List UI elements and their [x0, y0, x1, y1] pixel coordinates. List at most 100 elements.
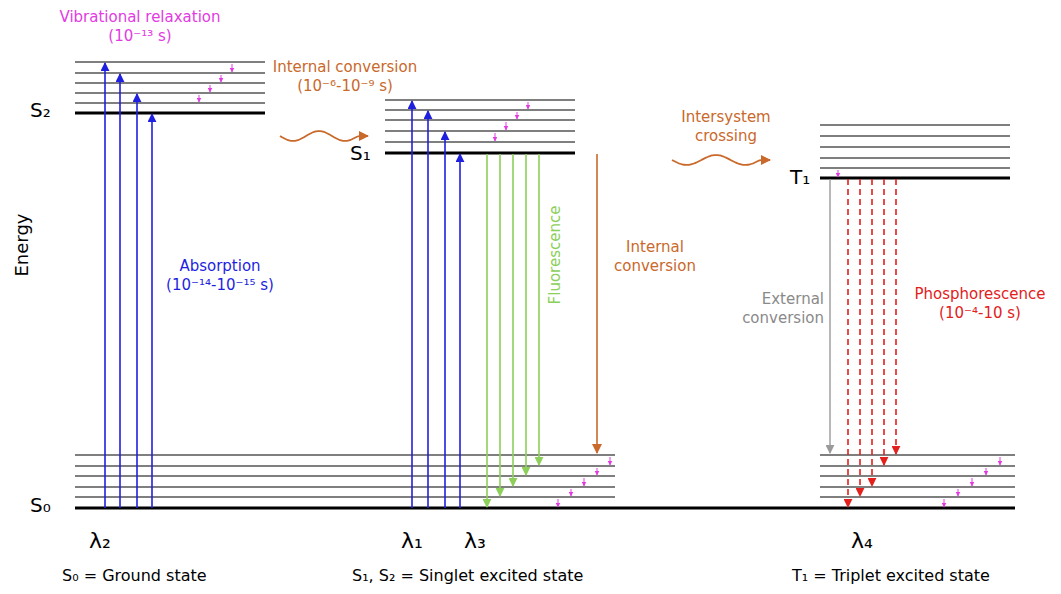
ground-level — [75, 507, 1015, 510]
vibrational-level — [820, 496, 1015, 497]
label-holder: S₂ — [30, 98, 51, 123]
transition-arrows — [105, 63, 1000, 508]
key-note: S₀ = Ground state — [62, 566, 207, 586]
wavelength-label: λ₄ — [851, 527, 873, 555]
vibrational-level — [75, 82, 265, 83]
vibrational-level — [820, 475, 1015, 476]
phosphorescence-arrow — [895, 179, 897, 454]
vibrational-level — [385, 130, 575, 131]
fluorescence-arrow — [512, 154, 514, 486]
process-label: Vibrational relaxation (10⁻¹³ s) — [58, 8, 223, 46]
vibrational-level — [75, 475, 615, 476]
relaxation-arrow — [495, 133, 496, 141]
label-holder: Phosphorescence (10⁻⁴-10 s) — [913, 285, 1048, 323]
phosphorescence-arrow — [871, 179, 873, 486]
electronic-level — [75, 112, 265, 115]
label-holder: T₁ = Triplet excited state — [792, 566, 990, 586]
absorption-arrow — [459, 154, 461, 508]
internal-conversion-arrow — [596, 154, 598, 453]
phosphorescence-arrow — [847, 179, 849, 507]
relaxation-arrow — [944, 499, 945, 507]
relaxation-arrow — [232, 64, 233, 72]
relaxation-arrow — [528, 102, 529, 109]
process-label: Internal conversion (10⁻⁶-10⁻⁹ s) — [271, 58, 419, 96]
absorption-arrow — [151, 114, 153, 508]
label-holder: Vibrational relaxation (10⁻¹³ s) — [58, 8, 223, 46]
process-label: Internal conversion — [613, 238, 698, 276]
wavelength-label: λ₁ — [401, 527, 423, 555]
vibrational-level — [385, 141, 575, 142]
relaxation-arrow — [558, 499, 559, 507]
label-holder: Intersystem crossing — [680, 108, 773, 146]
absorption-arrow — [119, 74, 121, 508]
energy-levels — [75, 62, 1015, 508]
vibrational-level — [75, 486, 615, 487]
vibrational-level — [820, 146, 1010, 147]
key-note: T₁ = Triplet excited state — [792, 566, 990, 586]
vibrational-level — [820, 486, 1015, 487]
relaxation-arrow — [584, 478, 585, 486]
label-holder: Internal conversion (10⁻⁶-10⁻⁹ s) — [271, 58, 419, 96]
label-holder: Fluorescence — [546, 206, 565, 305]
process-label: Fluorescence — [546, 206, 565, 305]
vibrational-level — [820, 465, 1015, 466]
vibrational-level — [820, 157, 1010, 158]
label-holder: λ₄ — [851, 527, 873, 555]
vibrational-level — [820, 454, 1015, 455]
relaxation-arrow — [506, 122, 507, 130]
absorption-arrow — [444, 132, 446, 508]
label-holder: Internal conversion — [613, 238, 698, 276]
fluorescence-arrow — [499, 154, 501, 496]
relaxation-arrow — [210, 85, 211, 92]
state-label: S₀ — [30, 493, 51, 518]
absorption-arrow — [104, 63, 106, 508]
vibrational-level — [75, 454, 615, 455]
process-label: Absorption (10⁻¹⁴-10⁻¹⁵ s) — [165, 257, 276, 295]
relaxation-arrow — [517, 112, 518, 119]
vibrational-level — [385, 119, 575, 120]
relaxation-arrow — [199, 95, 200, 102]
vibrational-level — [75, 102, 265, 103]
relaxation-arrow — [838, 170, 839, 177]
absorption-arrow — [136, 94, 138, 508]
relaxation-arrow — [571, 489, 572, 496]
state-label: T₁ — [790, 165, 810, 190]
label-holder: λ₁ — [401, 527, 423, 555]
absorption-arrow — [427, 111, 429, 508]
wavelength-label: λ₂ — [89, 527, 111, 555]
vibrational-level — [385, 99, 575, 100]
internal-conversion-wave — [280, 131, 368, 141]
label-holder: S₁, S₂ = Singlet excited state — [352, 566, 583, 586]
label-holder: S₀ — [30, 493, 51, 518]
label-holder: External conversion — [739, 290, 824, 328]
vibrational-level — [75, 72, 265, 73]
external-conversion-arrow — [829, 179, 830, 453]
electronic-level — [385, 152, 575, 155]
relaxation-arrow — [972, 478, 973, 486]
fluorescence-arrow — [525, 154, 527, 475]
vibrational-level — [75, 61, 265, 62]
wavelength-label: λ₃ — [464, 527, 486, 555]
fluorescence-arrow — [538, 154, 540, 465]
label-holder: T₁ — [790, 165, 810, 190]
key-note: S₁, S₂ = Singlet excited state — [352, 566, 583, 586]
relaxation-arrow — [221, 75, 222, 82]
label-holder: λ₃ — [464, 527, 486, 555]
vibrational-level — [820, 167, 1010, 168]
vibrational-level — [75, 496, 615, 497]
label-holder: S₀ = Ground state — [62, 566, 207, 586]
vibrational-level — [385, 109, 575, 110]
relaxation-arrow — [986, 468, 987, 475]
vibrational-level — [820, 124, 1010, 125]
axis-label: Energy — [11, 213, 34, 276]
fluorescence-arrow — [486, 154, 488, 507]
vibrational-level — [820, 135, 1010, 136]
intersystem-crossing-wave — [672, 155, 770, 165]
process-label: External conversion — [739, 290, 824, 328]
phosphorescence-arrow — [859, 179, 861, 496]
relaxation-arrow — [1000, 457, 1001, 465]
process-label: Intersystem crossing — [680, 108, 773, 146]
state-label: S₂ — [30, 98, 51, 123]
